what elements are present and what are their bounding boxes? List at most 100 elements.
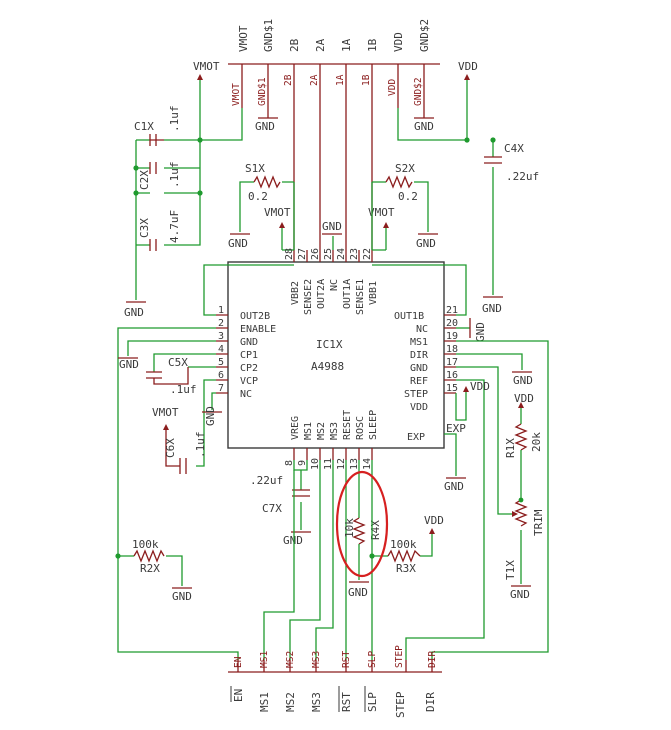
- pin-name-reset: RESET: [342, 410, 353, 440]
- bottom-header-labels: EN MS1 MS2 MS3 RST SLP STEP DIR: [232, 689, 437, 718]
- label-r3x-value: 100k: [390, 538, 417, 551]
- ground-caps: GND: [124, 306, 144, 319]
- pin-10: 10: [310, 458, 321, 470]
- pin-name-out1a: OUT1A: [342, 279, 353, 309]
- header-top-1b: 1B: [366, 38, 379, 52]
- label-r1x-value: 20k: [530, 432, 543, 452]
- pin-name-vbb2: VBB2: [290, 281, 301, 305]
- power-vmot-c6: VMOT: [152, 406, 179, 419]
- header-top-pin-2a: 2A: [309, 74, 320, 86]
- pin-name-ref: REF: [410, 376, 428, 387]
- highlight-ellipse: [335, 470, 389, 578]
- power-vmot-top: VMOT: [193, 60, 220, 73]
- header-bottom-pin-ms1: MS1: [259, 651, 270, 668]
- ground-pin18: GND: [513, 374, 533, 387]
- pin-5: 5: [218, 357, 224, 368]
- ic-body: [227, 261, 445, 449]
- header-top-2b: 2B: [288, 38, 301, 52]
- header-bottom-ms1: MS1: [258, 692, 271, 712]
- pin-name-out2b: OUT2B: [240, 311, 270, 322]
- pin-24: 24: [336, 248, 347, 260]
- pin-18: 18: [446, 344, 458, 355]
- ground-s1: GND: [228, 237, 248, 250]
- power-vdd-r3: VDD: [424, 514, 444, 527]
- ic-bottom-pin-numbers: 8 9 10 11 12 13 14: [284, 458, 373, 470]
- pin-name-exp: EXP: [407, 432, 425, 443]
- pin-name-step: STEP: [404, 389, 428, 400]
- ground-exp: GND: [444, 480, 464, 493]
- pin-name-rosc: ROSC: [355, 416, 366, 440]
- ground-c4: GND: [482, 302, 502, 315]
- ground-nc: GND: [322, 220, 342, 233]
- header-top-pin-vdd: VDD: [387, 79, 398, 96]
- ground-pin3: GND: [119, 358, 139, 371]
- pin-name-vreg: VREG: [290, 416, 301, 440]
- label-r2x: R2X: [140, 562, 160, 575]
- label-r4x-value: 10k: [343, 518, 356, 538]
- ground-s2: GND: [416, 237, 436, 250]
- pin-9: 9: [297, 460, 308, 466]
- header-bottom-dir: DIR: [424, 692, 437, 712]
- ic-top-pin-names: VBB2 SENSE2 OUT2A NC OUT1A SENSE1 VBB1: [290, 279, 379, 315]
- ground-t1: GND: [510, 588, 530, 601]
- pin-name-cp2: CP2: [240, 363, 258, 374]
- header-bottom-pin-slp: SLP: [367, 651, 378, 668]
- header-top-2a: 2A: [314, 38, 327, 52]
- power-vdd-top: VDD: [458, 60, 478, 73]
- label-c7x-value: .22uf: [250, 474, 283, 487]
- pin-name-vcp: VCP: [240, 376, 258, 387]
- label-c4x-value: .22uf: [506, 170, 539, 183]
- label-c4x: C4X: [504, 142, 524, 155]
- header-bottom-pin-step: STEP: [394, 645, 405, 668]
- pin-name-nc-right: NC: [416, 324, 428, 335]
- label-c3x: C3X: [138, 218, 151, 238]
- header-top-gnd2: GND$2: [418, 19, 431, 52]
- top-header-labels: VMOT GND$1 2B 2A 1A 1B VDD GND$2: [237, 19, 431, 52]
- header-bottom-pin-dir: DIR: [427, 651, 438, 668]
- label-c3x-value: 4.7uF: [168, 210, 181, 243]
- pin-name-cp1: CP1: [240, 350, 258, 361]
- exp-label: EXP: [446, 422, 466, 435]
- pin-name-out1b: OUT1B: [394, 311, 424, 322]
- ground-gnd2: GND: [414, 120, 434, 133]
- label-s2x-value: 0.2: [398, 190, 418, 203]
- pin-name-sense2: SENSE2: [303, 279, 314, 315]
- ground-gnd1: GND: [255, 120, 275, 133]
- header-top-pin-gnd1: GND$1: [257, 77, 268, 106]
- pin-21: 21: [446, 305, 458, 316]
- header-bottom-en: EN: [232, 689, 245, 702]
- label-c5x-value: .1uf: [170, 383, 197, 396]
- pin-16: 16: [446, 370, 458, 381]
- pin-19: 19: [446, 331, 458, 342]
- vmot-top-symbol: VMOT: [193, 60, 220, 80]
- pin-name-ms3: MS3: [329, 422, 340, 440]
- pin-name-vbb1: VBB1: [368, 281, 379, 305]
- label-r1x: R1X: [504, 438, 517, 458]
- header-top-pin-1b: 1B: [361, 74, 372, 86]
- pin-name-ms2: MS2: [316, 422, 327, 440]
- pin-20: 20: [446, 318, 458, 329]
- vdd-top-symbol: VDD: [458, 60, 478, 80]
- label-s2x: S2X: [395, 162, 415, 175]
- label-c1x: C1X: [134, 120, 154, 133]
- pin-26: 26: [310, 248, 321, 260]
- label-c2x: C2X: [138, 170, 151, 190]
- pin-28: 28: [284, 248, 295, 260]
- label-c6x-value: .1uf: [194, 432, 207, 459]
- label-t1x-value: TRIM: [532, 509, 545, 536]
- ic-left-pin-names: OUT2B ENABLE GND CP1 CP2 VCP NC: [240, 311, 276, 400]
- label-c6x: C6X: [164, 438, 177, 458]
- header-top-gnd1: GND$1: [262, 19, 275, 52]
- top-header-pin-labels: VMOT GND$1 2B 2A 1A 1B VDD GND$2: [231, 74, 424, 106]
- header-top-1a: 1A: [340, 38, 353, 52]
- pin-name-sleep: SLEEP: [368, 410, 379, 440]
- ground-r2: GND: [172, 590, 192, 603]
- pin-name-gnd-right: GND: [410, 363, 428, 374]
- pin-name-sense1: SENSE1: [355, 279, 366, 315]
- pin-8: 8: [284, 460, 295, 466]
- pin-14: 14: [362, 458, 373, 470]
- power-vmot-s2: VMOT: [368, 206, 395, 219]
- pin-name-nc-top: NC: [329, 279, 340, 291]
- label-c2x-value: .1uf: [168, 162, 181, 189]
